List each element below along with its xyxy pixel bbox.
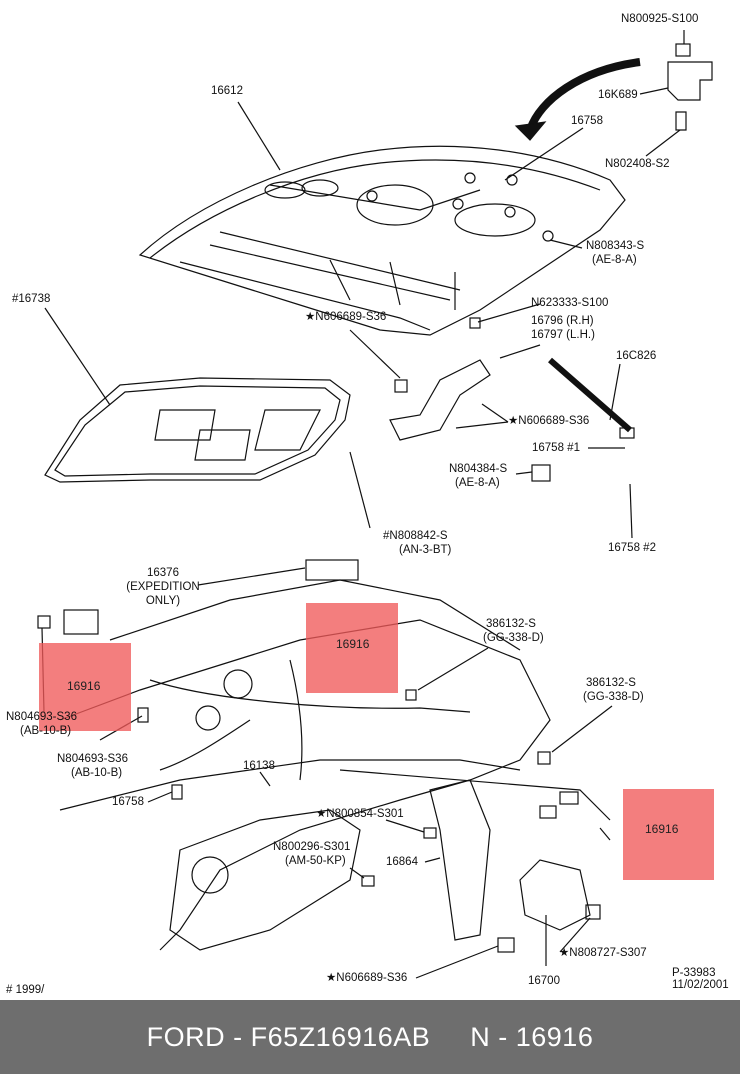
highlight-right: 16916 xyxy=(623,789,714,880)
label-386132-s-b-code: (GG-338-D) xyxy=(583,691,644,703)
highlight-left: 16916 xyxy=(39,643,131,731)
label-n802408-s2: N802408-S2 xyxy=(605,158,670,170)
label-16758-top: 16758 xyxy=(571,115,603,127)
label-16797: 16797 (L.H.) xyxy=(531,329,595,341)
label-16376-note-b: ONLY) xyxy=(145,595,181,607)
highlight-left-label: 16916 xyxy=(67,679,101,693)
label-n804693-s36-b-code: (AB-10-B) xyxy=(71,767,123,779)
label-n808343-s: N808343-S xyxy=(586,240,645,252)
label-16k689: 16K689 xyxy=(598,89,638,101)
label-n623333-s100: N623333-S100 xyxy=(531,297,609,309)
label-16738: #16738 xyxy=(12,293,51,305)
label-p-33983: P-33983 xyxy=(672,967,716,979)
diagram-drawing xyxy=(37,30,713,979)
highlight-center: 16916 xyxy=(306,603,398,693)
highlight-right-label: 16916 xyxy=(645,822,679,836)
label-16138: 16138 xyxy=(243,760,275,772)
label-386132-s-a: 386132-S xyxy=(486,618,536,630)
label-date: 11/02/2001 xyxy=(672,979,729,991)
label-n808727-s307: ★N808727-S307 xyxy=(559,947,647,959)
part-number-footer: FORD - F65Z16916AB N - 16916 xyxy=(0,1000,740,1074)
label-n804384-s-code: (AE-8-A) xyxy=(455,477,500,489)
label-16758-1: 16758 #1 xyxy=(532,442,580,454)
label-n800854-s301: ★N800854-S301 xyxy=(316,808,404,820)
label-386132-s-a-code: (GG-338-D) xyxy=(483,632,544,644)
label-n606689-s36-b: ★N606689-S36 xyxy=(508,415,590,427)
label-386132-s-b: 386132-S xyxy=(586,677,636,689)
label-n800296-s301: N800296-S301 xyxy=(273,841,351,853)
label-16864: 16864 xyxy=(386,856,418,868)
label-n804693-s36-b: N804693-S36 xyxy=(57,753,128,765)
label-16796: 16796 (R.H) xyxy=(531,315,594,327)
label-n800925-s100: N800925-S100 xyxy=(621,13,699,25)
label-16c826: 16C826 xyxy=(616,350,657,362)
label-n606689-s36-c: ★N606689-S36 xyxy=(326,972,408,984)
label-16758-mid: 16758 xyxy=(112,796,144,808)
label-n804693-s36-a: N804693-S36 xyxy=(6,711,77,723)
label-n808842-s-code: (AN-3-BT) xyxy=(399,544,452,556)
highlight-center-label: 16916 xyxy=(336,637,370,651)
label-year: # 1999/ xyxy=(6,984,45,996)
label-n606689-s36-a: ★N606689-S36 xyxy=(305,311,387,323)
label-n804693-s36-a-code: (AB-10-B) xyxy=(20,725,72,737)
label-16376-note-a: (EXPEDITION xyxy=(126,581,200,593)
parts-diagram: 16916 16916 16916 N800925-S100 16K689 N8… xyxy=(6,13,729,996)
label-16758-2: 16758 #2 xyxy=(608,542,656,554)
label-16612: 16612 xyxy=(211,85,243,97)
label-16700: 16700 xyxy=(528,975,560,987)
label-n808343-s-code: (AE-8-A) xyxy=(592,254,637,266)
label-n800296-s301-code: (AM-50-KP) xyxy=(285,855,346,867)
label-16376: 16376 xyxy=(147,567,179,579)
label-n804384-s: N804384-S xyxy=(449,463,508,475)
label-n808842-s: #N808842-S xyxy=(383,530,448,542)
footer-text: FORD - F65Z16916AB N - 16916 xyxy=(146,1021,594,1052)
